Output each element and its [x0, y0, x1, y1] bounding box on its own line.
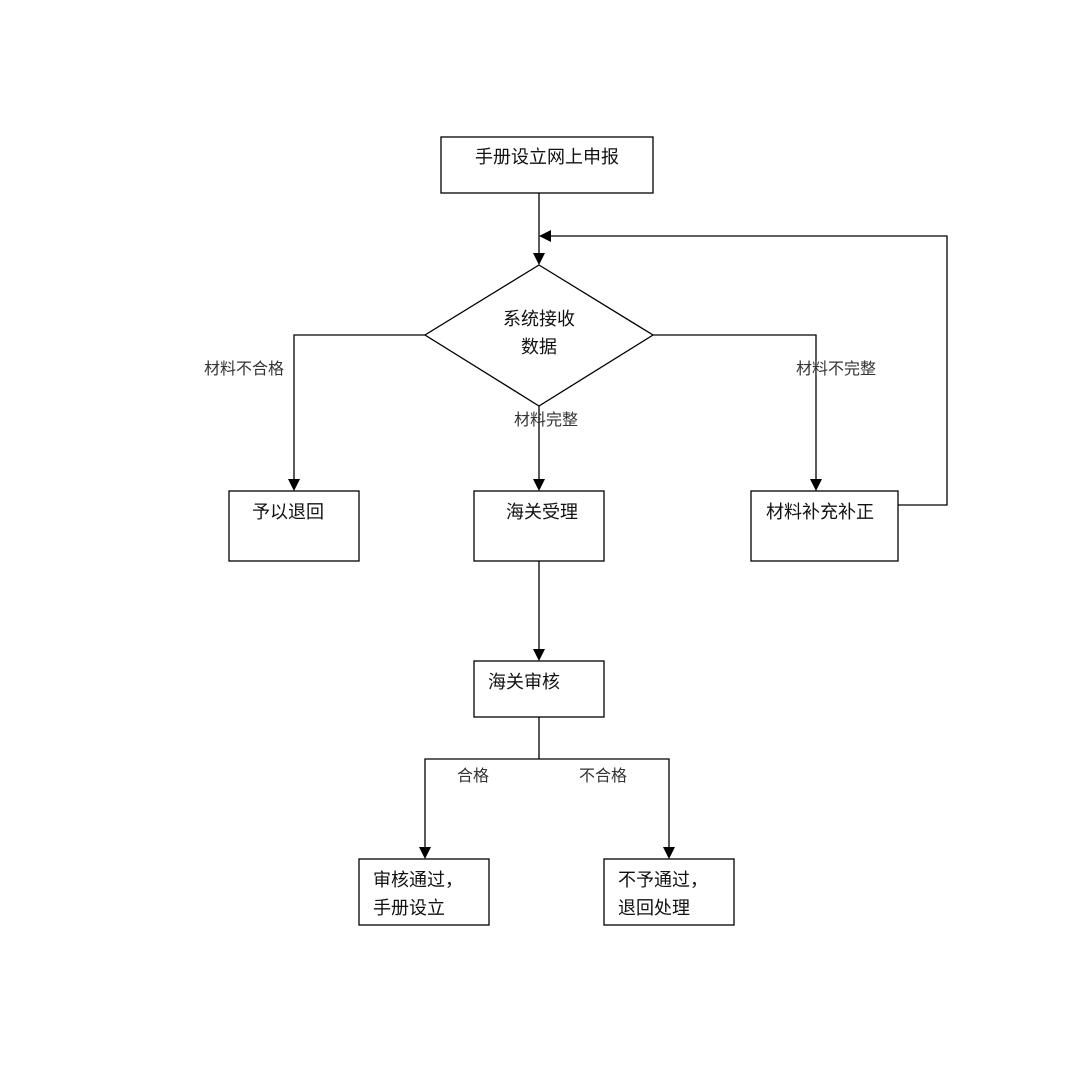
edge-label-qualified: 合格: [457, 766, 489, 785]
edge-right-branch: [653, 334, 817, 480]
node-material-supplement-label: 材料补充补正: [766, 502, 874, 523]
edge-left-branch: [293, 334, 425, 480]
edge-feedback-loop: [550, 235, 948, 506]
edge-label-not-qualified-material: 材料不合格: [204, 359, 284, 378]
node-return-box: [228, 490, 360, 562]
arrowhead-supplement: [810, 479, 822, 491]
edge-review-left: [424, 758, 539, 848]
node-customs-accept-box: [473, 490, 605, 562]
node-customs-accept: 海关受理: [473, 490, 605, 562]
node-system-receive-label-2: 数据: [521, 337, 557, 358]
node-online-application: 手册设立网上申报: [440, 136, 654, 194]
node-approved: 审核通过， 手册设立: [358, 858, 490, 926]
edge-label-complete-material: 材料完整: [514, 410, 578, 429]
edge-review-right: [539, 758, 670, 848]
node-online-application-box: [440, 136, 654, 194]
arrowhead-rejected: [663, 847, 675, 859]
node-system-receive-label-1: 系统接收: [503, 309, 575, 330]
node-rejected-label-2: 退回处理: [618, 898, 690, 919]
node-approved-box: [358, 858, 490, 926]
node-customs-review: 海关审核: [473, 660, 605, 718]
node-return: 予以退回: [228, 490, 360, 562]
node-customs-accept-label: 海关受理: [506, 502, 578, 523]
node-customs-review-box: [473, 660, 605, 718]
node-system-receive-diamond: [423, 264, 655, 407]
node-online-application-label: 手册设立网上申报: [475, 147, 619, 168]
node-return-label: 予以退回: [252, 502, 324, 523]
edge-label-not-qualified: 不合格: [579, 766, 627, 785]
arrowhead-receive-top: [533, 253, 545, 265]
arrowhead-accept: [533, 479, 545, 491]
arrowhead-review: [533, 649, 545, 661]
arrowhead-feedback: [539, 230, 551, 242]
node-approved-label-2: 手册设立: [373, 898, 445, 919]
arrowhead-approved: [419, 847, 431, 859]
node-rejected-box: [603, 858, 735, 926]
edge-label-incomplete-material: 材料不完整: [796, 359, 876, 378]
node-rejected: 不予通过， 退回处理: [603, 858, 735, 926]
node-customs-review-label: 海关审核: [488, 672, 560, 693]
node-approved-label-1: 审核通过，: [373, 870, 463, 891]
node-rejected-label-1: 不予通过，: [618, 870, 708, 891]
arrowhead-return: [288, 479, 300, 491]
node-material-supplement: 材料补充补正: [750, 490, 899, 562]
node-material-supplement-box: [750, 490, 899, 562]
node-system-receive: 系统接收 数据: [423, 264, 655, 407]
